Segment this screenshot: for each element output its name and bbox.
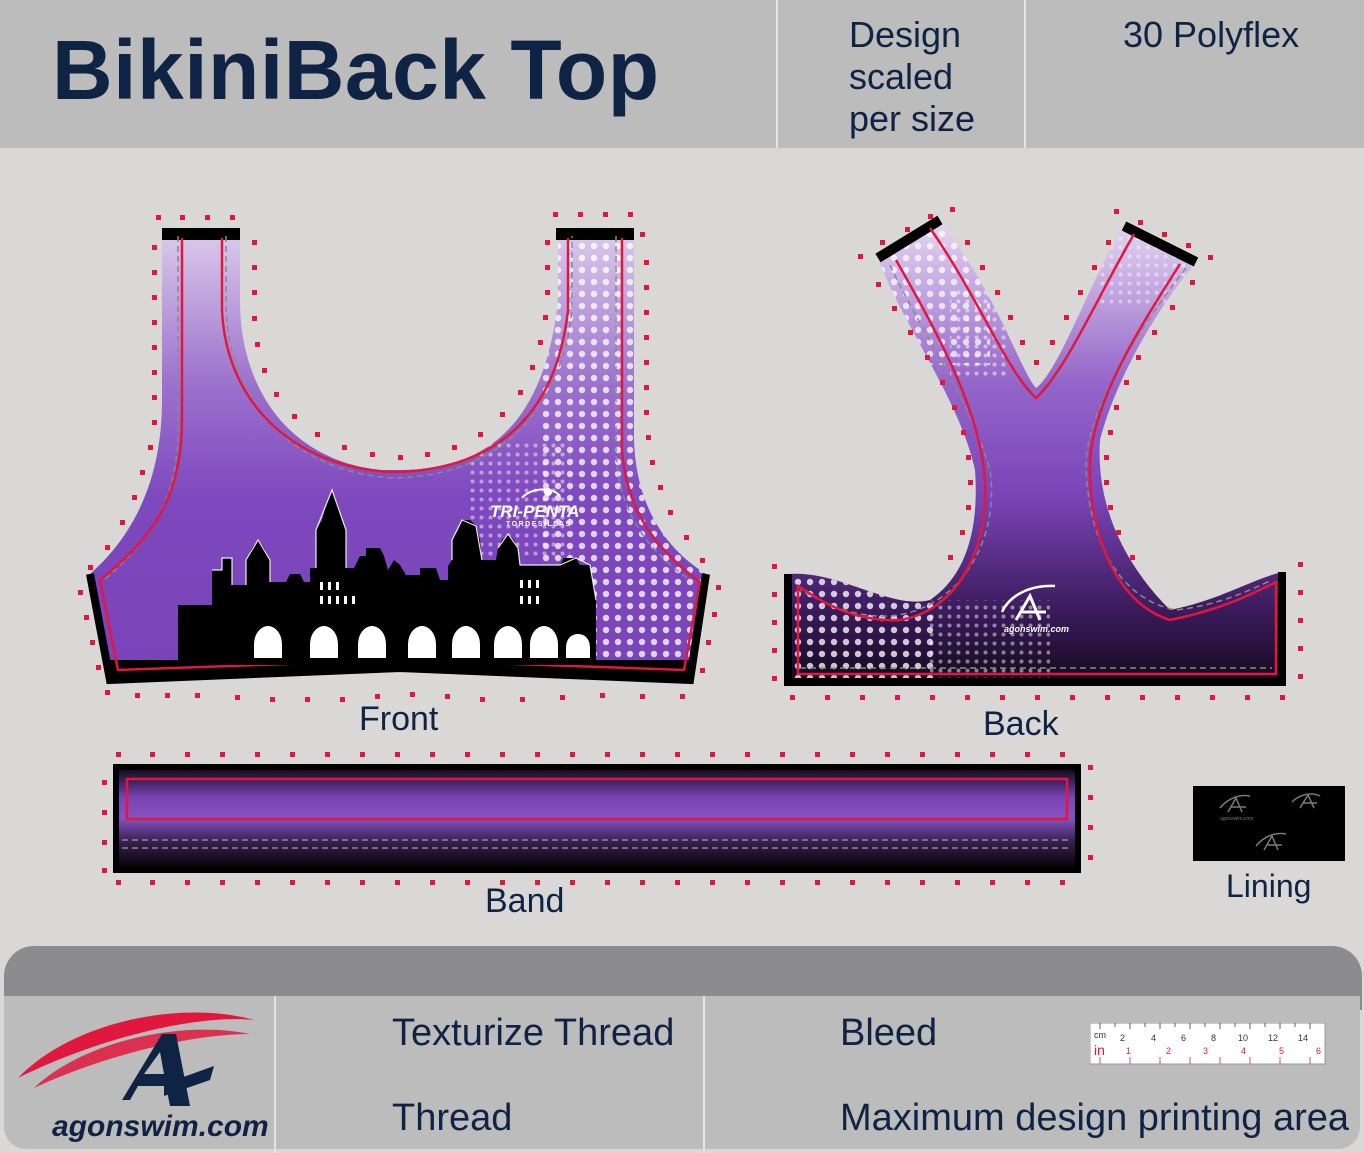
back-piece: agonswim.com	[772, 207, 1303, 700]
tri-penta-logo: TRI-PENTA TORDESILLAS	[490, 488, 579, 528]
design-note-line: scaled	[849, 56, 954, 97]
ruler-cm-tick: 8	[1211, 1033, 1216, 1043]
tordesillas-text: TORDESILLAS	[506, 521, 572, 528]
front-label: Front	[359, 700, 439, 738]
legend-texturize-thread: Texturize Thread	[392, 1012, 675, 1054]
page-title: BikiniBack Top	[52, 23, 660, 117]
logo-bar	[164, 1066, 214, 1096]
ruler: cm in 2 4 6 8 10 12 14 1 2 3 4 5 6	[1090, 1023, 1326, 1065]
texturize-thread-edge	[162, 228, 240, 240]
ruler-cm-label: cm	[1094, 1030, 1106, 1040]
logo-swoosh	[34, 1029, 250, 1088]
ruler-in-tick: 1	[1126, 1046, 1131, 1056]
ruler-cm-tick: 6	[1181, 1033, 1186, 1043]
design-note-line: per size	[849, 98, 976, 139]
bleed-dots	[102, 752, 1093, 885]
design-note-line: Design	[849, 14, 962, 55]
header-divider	[1024, 0, 1026, 148]
design-note: Design scaled per size	[849, 14, 1019, 140]
ruler-in-label: in	[1094, 1042, 1105, 1058]
band-piece	[102, 752, 1093, 885]
ruler-in-tick: 6	[1316, 1046, 1321, 1056]
legend-bleed: Bleed	[840, 1012, 938, 1054]
agonswim-logo	[18, 1012, 254, 1106]
footer-divider	[703, 996, 705, 1153]
logo-swoosh	[18, 1012, 254, 1078]
header-divider	[776, 0, 778, 148]
ruler-cm-tick: 2	[1120, 1033, 1125, 1043]
lining-logo-text: agonswim.com	[1220, 816, 1253, 822]
skyline-artwork	[178, 488, 597, 665]
lining-label: Lining	[1226, 868, 1312, 904]
ruler-in-tick: 4	[1241, 1046, 1246, 1056]
ruler-in-tick: 3	[1203, 1046, 1208, 1056]
footer-divider	[274, 996, 276, 1153]
ruler-cm-tick: 14	[1298, 1033, 1308, 1043]
back-agon-logo: agonswim.com	[1000, 584, 1069, 634]
fabric-label: 30 Polyflex	[1123, 14, 1300, 55]
front-piece: TRI-PENTA TORDESILLAS	[78, 212, 721, 702]
bleed-dots	[772, 207, 1303, 700]
band-label: Band	[485, 882, 565, 920]
header	[0, 0, 1364, 148]
ruler-cm-tick: 10	[1238, 1033, 1248, 1043]
ruler-in-tick: 5	[1279, 1046, 1284, 1056]
lining-piece: agonswim.com	[1193, 786, 1345, 861]
brand-site: agonswim.com	[52, 1110, 269, 1143]
ruler-in-tick: 2	[1166, 1046, 1171, 1056]
legend-max-area: Maximum design printing area	[840, 1097, 1350, 1139]
texturize-thread-edge	[556, 228, 634, 240]
bleed-dots	[78, 212, 721, 702]
tri-penta-text: TRI-PENTA	[490, 502, 579, 521]
footer	[4, 996, 1360, 1149]
ruler-cm-tick: 12	[1268, 1033, 1278, 1043]
back-label: Back	[983, 705, 1059, 743]
legend-thread: Thread	[392, 1097, 513, 1139]
ruler-cm-tick: 4	[1151, 1033, 1156, 1043]
back-logo-text: agonswim.com	[1004, 624, 1069, 634]
